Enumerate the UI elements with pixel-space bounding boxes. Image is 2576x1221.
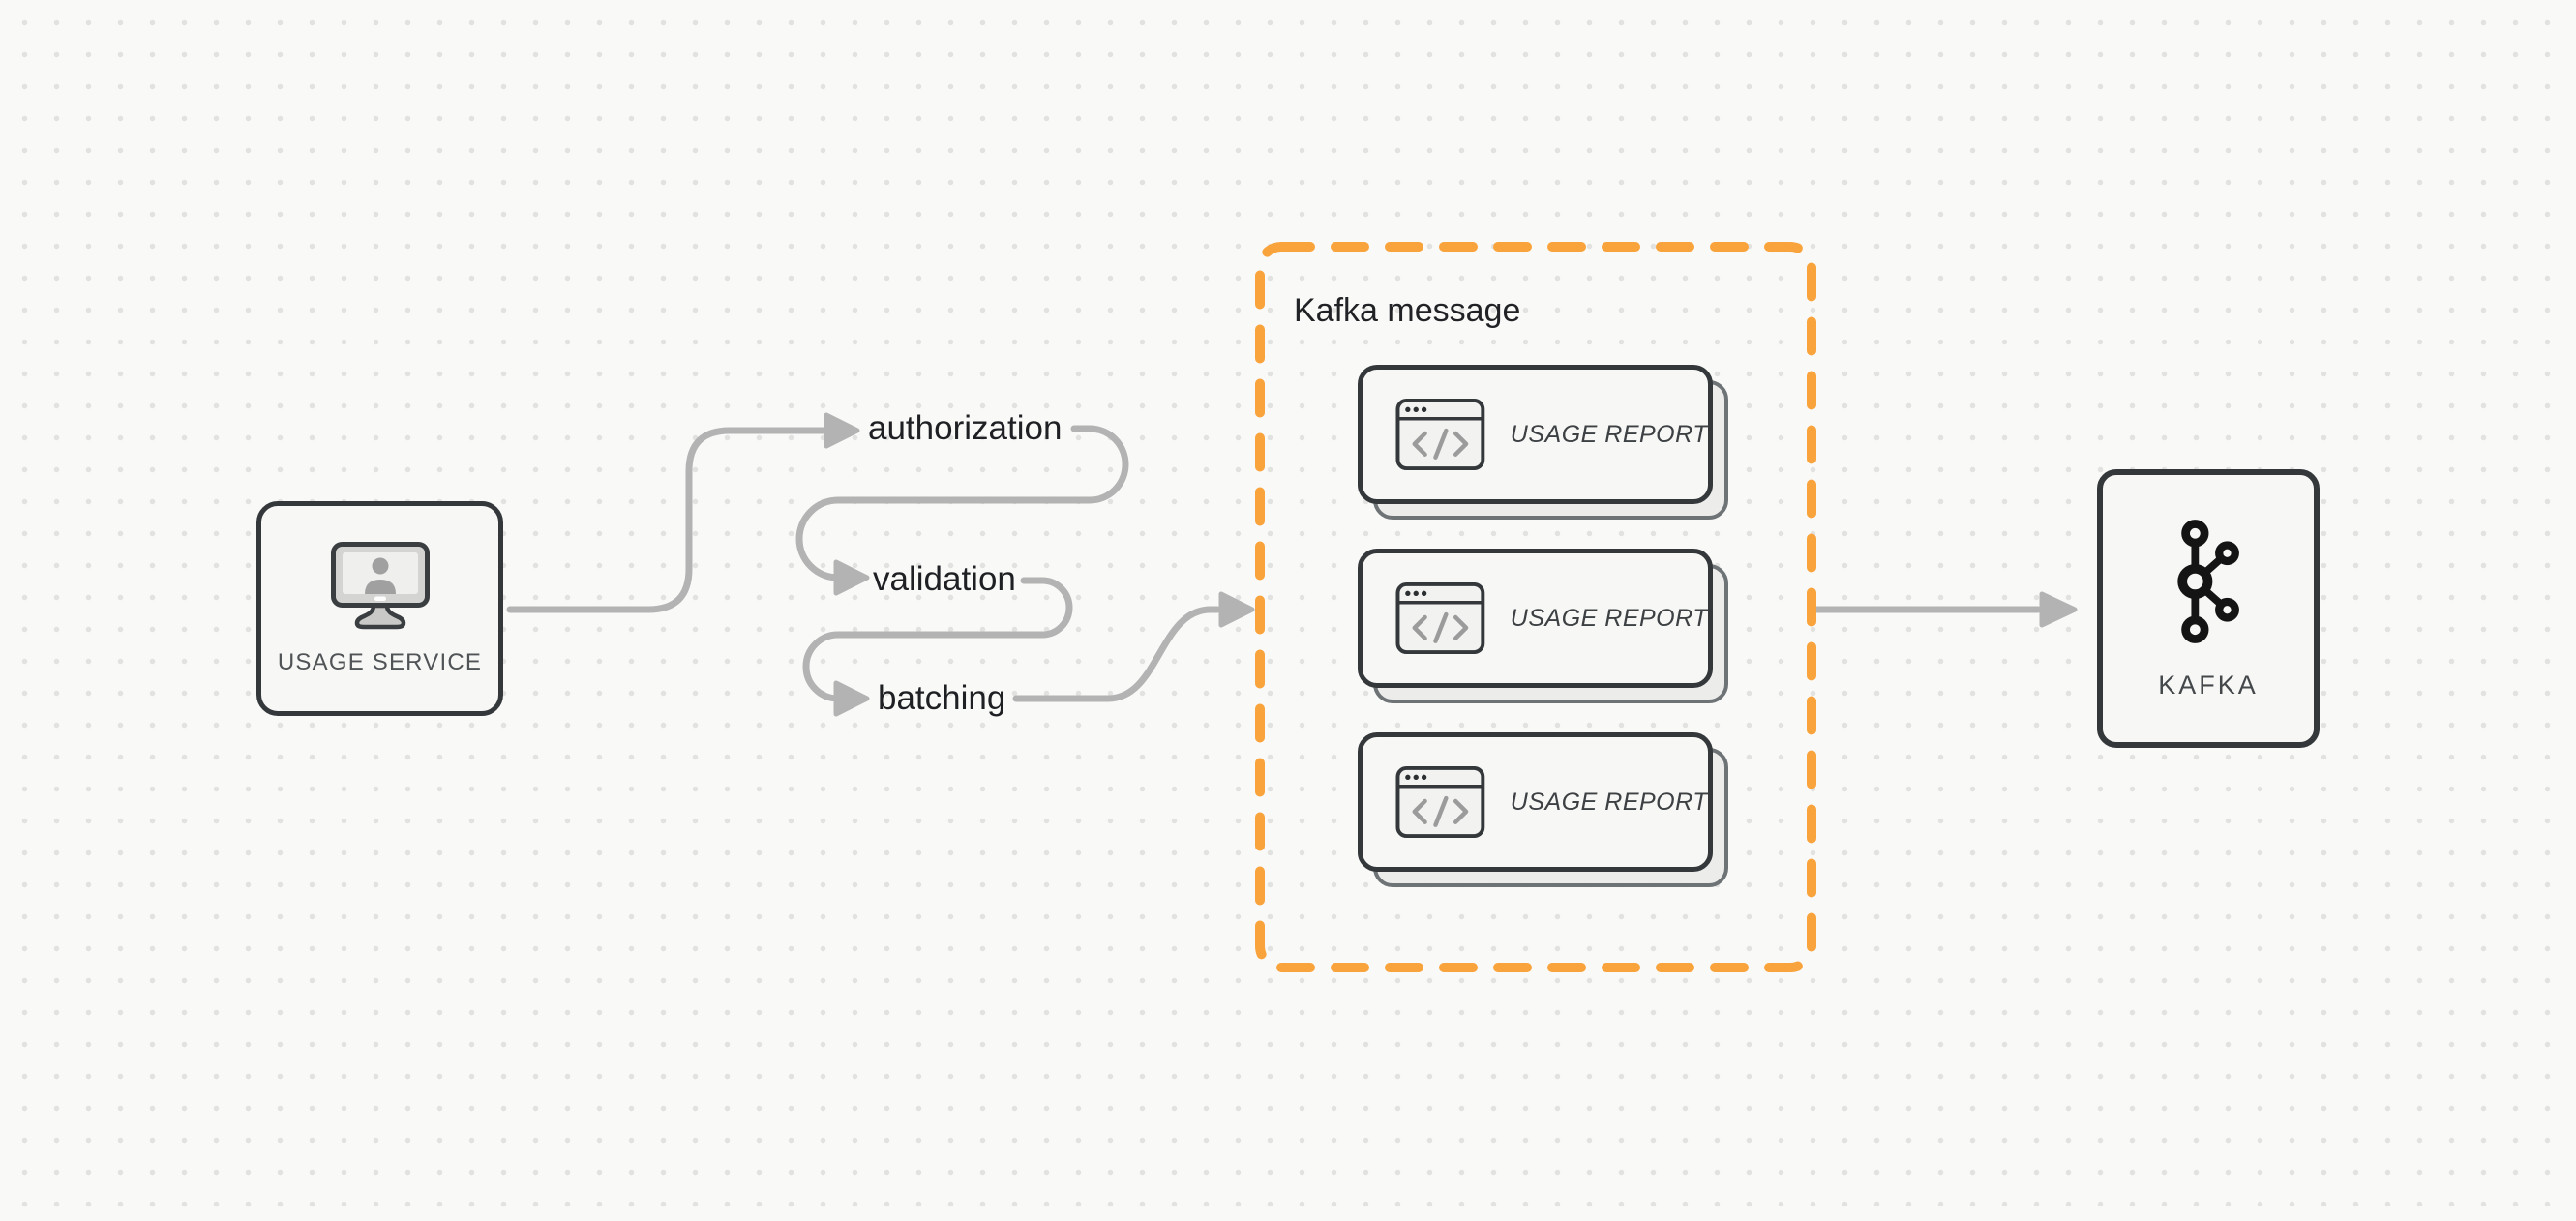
usage-report-label: USAGE REPORT: [1510, 420, 1708, 448]
code-window-icon: [1395, 581, 1485, 655]
connector-batching-to-group: [1012, 606, 1221, 702]
arrowhead-group: [1218, 591, 1255, 628]
usage-service-node: USAGE SERVICE: [256, 501, 503, 716]
usage-report-card: USAGE REPORT: [1358, 549, 1728, 703]
code-window-icon: [1395, 765, 1485, 839]
kafka-label: KAFKA: [2158, 670, 2259, 700]
usage-report-label: USAGE REPORT: [1510, 788, 1708, 816]
connector-validation-to-batching: [802, 577, 1073, 702]
kafka-logo-icon: [2177, 519, 2239, 643]
arrowhead-batching: [833, 680, 870, 717]
code-window-icon: [1395, 398, 1485, 471]
connector-usage-to-authorization: [506, 427, 828, 613]
kafka-message-dashed-box: [1255, 242, 1816, 972]
arrowhead-kafka: [2039, 591, 2078, 628]
usage-service-label: USAGE SERVICE: [277, 649, 483, 675]
arrowhead-validation: [833, 559, 870, 596]
usage-report-card: USAGE REPORT: [1358, 365, 1728, 520]
usage-report-label: USAGE REPORT: [1510, 604, 1708, 632]
connector-authorization-to-validation: [795, 425, 1129, 581]
monitor-user-icon: [330, 542, 430, 630]
kafka-node: KAFKA: [2097, 469, 2320, 748]
usage-report-card: USAGE REPORT: [1358, 732, 1728, 887]
arrowhead-authorization: [824, 412, 860, 449]
step-label-authorization: authorization: [868, 409, 1063, 447]
kafka-message-group-title: Kafka message: [1294, 292, 1521, 329]
step-label-batching: batching: [878, 679, 1006, 717]
step-label-validation: validation: [873, 560, 1016, 598]
